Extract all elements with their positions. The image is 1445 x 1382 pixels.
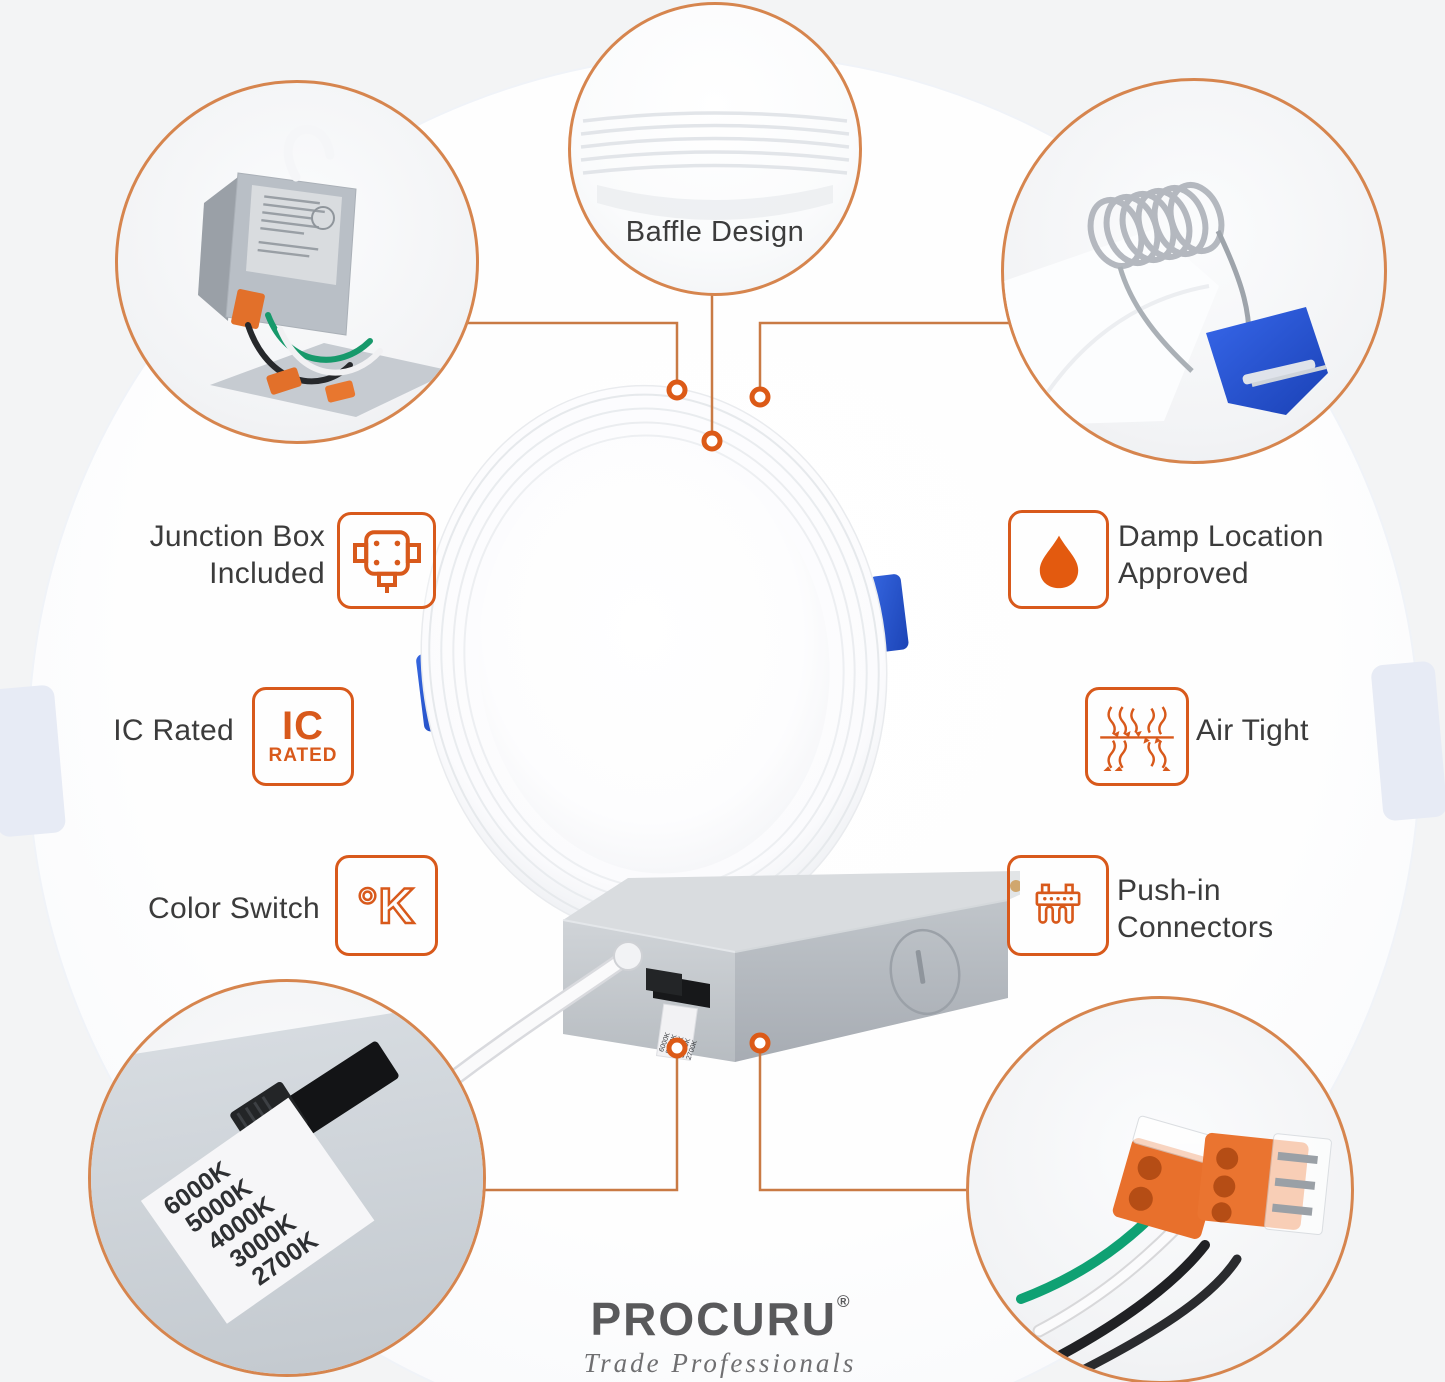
blue-clip	[1206, 307, 1328, 415]
baffle-closeup-photo-circle: Baffle Design	[568, 2, 862, 296]
junction-box-side	[735, 900, 1008, 1062]
damp-location-label: Damp Location Approved	[1118, 520, 1324, 590]
air-tight-label: Air Tight	[1196, 714, 1309, 747]
kelvin-icon: °K	[335, 855, 438, 956]
orange-connector-2	[266, 367, 302, 395]
kelvin-label: 6000K 5000K 4000K 3000K 2700K	[140, 1097, 375, 1324]
green-wire	[265, 312, 373, 363]
color-switch-photo-circle: 6000K 5000K 4000K 3000K 2700K	[88, 979, 486, 1377]
junction-box-label: Junction Box Included	[149, 520, 325, 590]
cable-grommet	[613, 941, 643, 971]
white-wire	[277, 326, 383, 376]
black-wire-1	[1056, 1240, 1210, 1360]
connector-block-right	[1197, 1132, 1332, 1236]
water-drop-icon	[1008, 510, 1109, 609]
junction-box-photo-center: 6000K 5000K 4000K 3000K 2700K	[437, 870, 1020, 1090]
recessed-light-photo	[416, 384, 909, 940]
brand-logo: PROCURU® Trade Professionals	[510, 1292, 930, 1379]
junction-box-photo-circle	[115, 80, 479, 444]
brand-tagline: Trade Professionals	[583, 1348, 857, 1378]
spring-coil	[1087, 182, 1225, 269]
green-wire	[1016, 1208, 1160, 1304]
air-flow-icon	[1085, 687, 1189, 786]
push-in-connector-photo-circle	[966, 996, 1354, 1382]
knockout-circle	[889, 928, 961, 1016]
ic-rated-label: IC Rated	[113, 714, 234, 747]
spring-clip-photo-circle	[1001, 78, 1387, 464]
registered-mark: ®	[837, 1292, 850, 1311]
connector-block-left	[1112, 1115, 1228, 1239]
push-in-connector-icon	[1007, 855, 1109, 956]
junction-box-icon	[337, 512, 436, 609]
ic-rated-icon: IC RATED	[252, 687, 354, 786]
light-lens	[478, 450, 830, 874]
black-wire-2	[1076, 1254, 1242, 1376]
orange-connector-3	[325, 380, 356, 403]
brand-name: PROCURU	[590, 1293, 838, 1345]
junction-box-top	[563, 870, 1020, 952]
spring-leg-left	[1117, 266, 1194, 373]
push-in-label: Push-in Connectors	[1117, 874, 1274, 944]
screw	[1010, 880, 1020, 892]
color-switch-label: Color Switch	[148, 892, 320, 925]
box-side-panel	[198, 177, 238, 321]
baffle-design-label: Baffle Design	[625, 216, 805, 248]
white-wire	[1034, 1224, 1180, 1336]
orange-connector-1	[231, 289, 265, 329]
top-cable	[283, 124, 335, 182]
